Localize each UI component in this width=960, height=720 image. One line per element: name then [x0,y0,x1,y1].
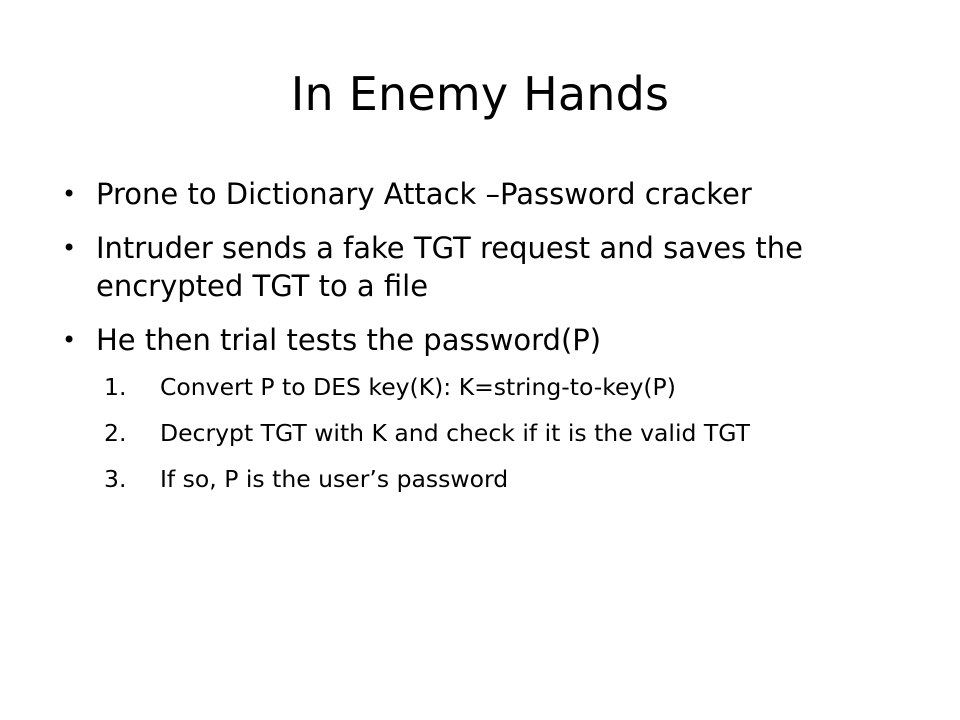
step-text: Convert P to DES key(K): K=string-to-key… [160,373,676,401]
numbered-step: 1. Convert P to DES key(K): K=string-to-… [62,371,912,403]
bullet-item: • Prone to Dictionary Attack –Password c… [62,175,912,213]
bullet-text: Prone to Dictionary Attack –Password cra… [96,177,752,211]
bullet-item: • He then trial tests the password(P) [62,321,912,359]
bullet-text: Intruder sends a fake TGT request and sa… [96,231,803,303]
step-number: 2. [104,419,127,447]
bullet-text: He then trial tests the password(P) [96,323,602,357]
bullet-marker: • [62,234,77,262]
numbered-steps: 1. Convert P to DES key(K): K=string-to-… [62,371,912,495]
step-number: 1. [104,373,127,401]
step-text: If so, P is the user’s password [160,465,509,493]
slide-content: • Prone to Dictionary Attack –Password c… [62,175,912,509]
bullet-item: • Intruder sends a fake TGT request and … [62,229,912,305]
numbered-step: 3. If so, P is the user’s password [62,463,912,495]
step-text: Decrypt TGT with K and check if it is th… [160,419,750,447]
numbered-step: 2. Decrypt TGT with K and check if it is… [62,417,912,449]
step-number: 3. [104,465,127,493]
bullet-marker: • [62,326,77,354]
slide-title: In Enemy Hands [290,67,670,121]
bullet-marker: • [62,180,77,208]
